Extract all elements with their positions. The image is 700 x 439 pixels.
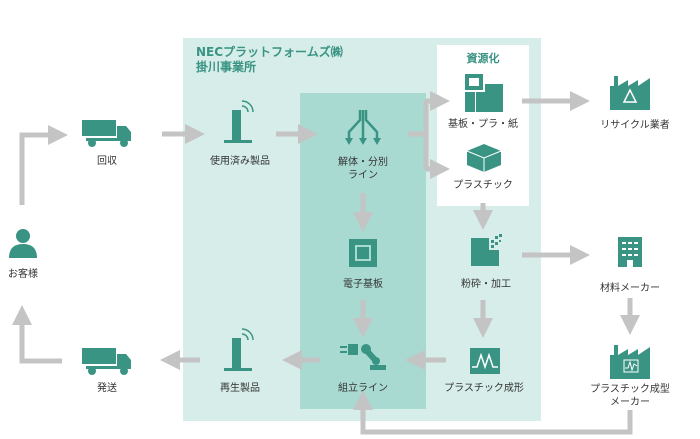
arrow-customer-collection (19, 125, 68, 205)
split-arrows-icon (345, 110, 381, 145)
facility-title: NECプラットフォームズ㈱ 掛川事業所 (196, 45, 343, 74)
cube-icon (466, 144, 502, 172)
board-plastic-paper-icon (465, 74, 503, 112)
molding-factory-icon (610, 345, 650, 379)
molding-maker-label: プラスチック成型 メーカー (590, 384, 670, 408)
recycled-products-label: 再生製品 (220, 383, 260, 394)
robot-arm-icon (340, 344, 386, 370)
board-plastic-paper-label: 基板・プラ・紙 (448, 119, 518, 130)
assembly-line-label: 組立ライン (338, 383, 388, 394)
resource-title: 資源化 (466, 52, 500, 65)
router-icon-recycled (224, 328, 254, 371)
used-products-label: 使用済み製品 (210, 156, 270, 167)
router-icon (224, 100, 254, 143)
electronic-board-label: 電子基板 (343, 279, 383, 290)
shipping-label: 発送 (97, 383, 117, 394)
plastic-molding-label: プラスチック成形 (444, 383, 524, 394)
recycle-factory-icon (610, 76, 650, 110)
recycler-label: リサイクル業者 (600, 120, 670, 131)
plastic-label: プラスチック (453, 180, 513, 191)
crushing-icon (471, 234, 502, 266)
customer-label: お客様 (8, 269, 38, 280)
crushing-label: 粉砕・加工 (461, 279, 511, 290)
disassembly-label: 解体・分別 ライン (338, 157, 388, 181)
material-maker-label: 材料メーカー (600, 283, 660, 294)
arrow-shipping-customer (12, 305, 62, 364)
collection-label: 回収 (97, 156, 117, 167)
resource-box (437, 45, 529, 206)
chip-icon (349, 239, 377, 267)
building-icon (618, 237, 642, 267)
truck-icon-shipping (82, 348, 131, 375)
molding-icon (470, 348, 500, 374)
arrow-molding-maker-assembly (353, 390, 633, 435)
truck-icon (82, 120, 131, 147)
person-icon (9, 229, 37, 258)
